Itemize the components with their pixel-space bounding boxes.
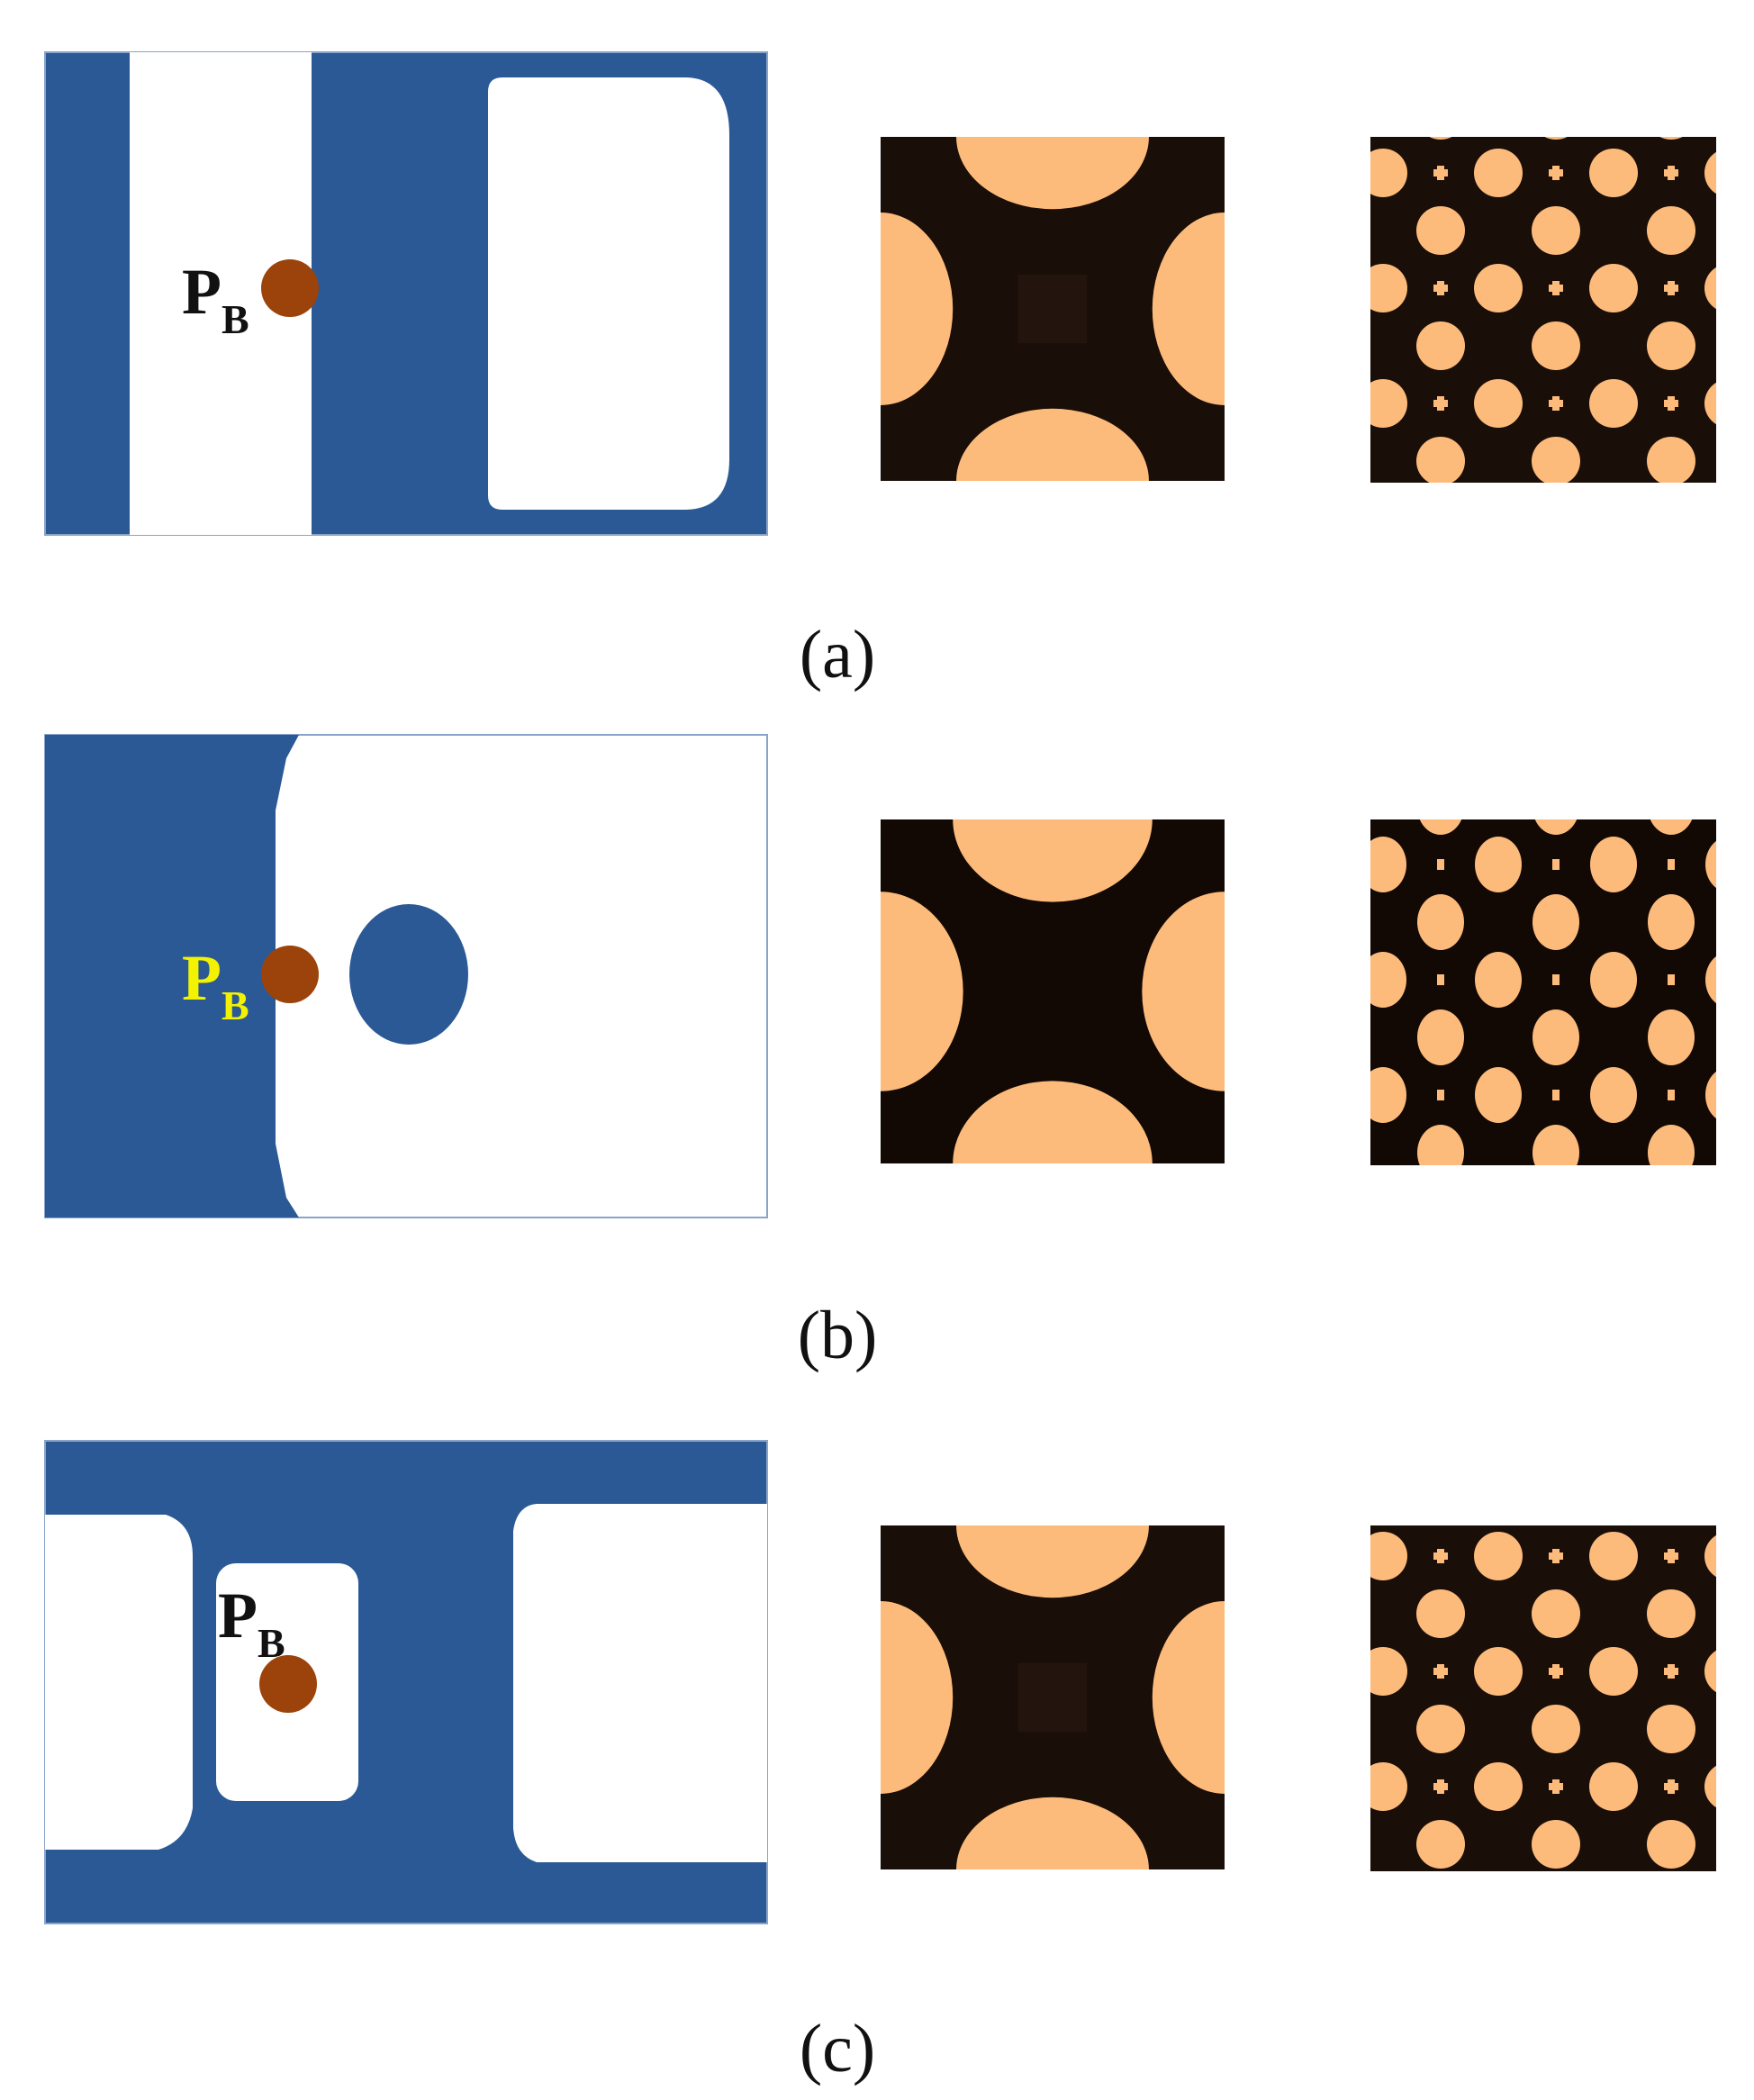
unit-cell-b [798, 737, 1306, 1245]
panel-c: PB (c) [44, 1440, 1716, 2086]
point-b-label: PB [182, 256, 249, 342]
lattice-b [1370, 819, 1716, 1165]
lattice-a [1370, 137, 1716, 483]
void-region-left [45, 1515, 193, 1850]
panel-a: PB (a) [44, 51, 1716, 692]
design-domain-b: PB [44, 734, 768, 1218]
solid-island [349, 904, 468, 1045]
solid-region [45, 735, 299, 1217]
void-region [488, 77, 729, 510]
caption-b: (b) [798, 1298, 878, 1373]
point-b-label: PB [218, 1580, 285, 1666]
void-region-right [513, 1504, 767, 1862]
unit-cell-c [809, 1453, 1297, 1942]
caption-c: (c) [800, 2011, 875, 2086]
point-b-marker [259, 1655, 317, 1713]
unit-cell-a [809, 65, 1297, 553]
panel-b: PB (b) [44, 734, 1716, 1373]
caption-a: (a) [800, 617, 875, 692]
point-b-label: PB [182, 942, 249, 1028]
design-domain-c: PB [44, 1440, 768, 1924]
point-b-marker [261, 259, 319, 317]
design-domain-a: PB [44, 51, 768, 536]
lattice-c [1370, 1525, 1716, 1871]
point-b-marker [261, 946, 319, 1003]
